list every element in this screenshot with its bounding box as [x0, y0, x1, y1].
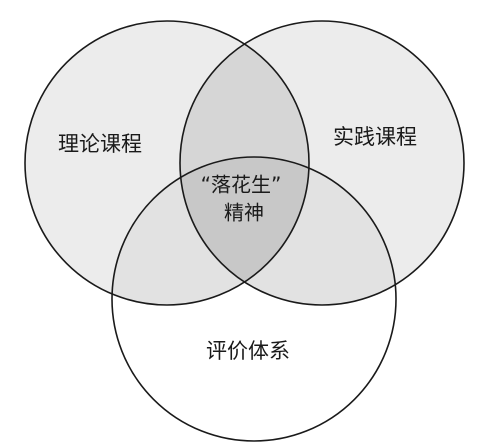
- evaluation-label: 评价体系: [206, 339, 290, 363]
- theory-label: 理论课程: [58, 132, 142, 156]
- practice-circle-outline: [179, 20, 465, 306]
- theory-circle-outline: [24, 20, 310, 306]
- practice-label: 实践课程: [333, 125, 417, 149]
- evaluation-circle-outline: [111, 156, 397, 442]
- center-label-line1: “落花生”: [201, 173, 282, 197]
- center-label-line2: 精神: [224, 201, 264, 225]
